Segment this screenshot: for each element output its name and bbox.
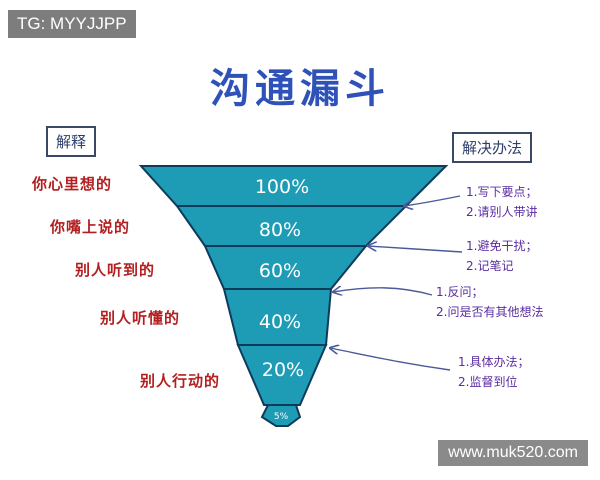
watermark-top: TG: MYYJJPP <box>8 10 136 38</box>
solution-2-line-2: 2.记笔记 <box>466 259 514 273</box>
arrow-solution-1 <box>404 195 461 206</box>
solution-4-line-1: 1.具体办法； <box>458 355 530 369</box>
explanation-100: 你心里想的 <box>32 175 113 193</box>
percent-20: 20% <box>262 359 304 381</box>
percent-60: 60% <box>259 260 301 282</box>
funnel-band-20 <box>236 344 328 406</box>
solution-4-line-2: 2.监督到位 <box>458 375 518 389</box>
solution-1-line-1: 1.写下要点； <box>466 185 538 199</box>
solution-3-line-2: 2.问是否有其他想法 <box>436 305 544 319</box>
solution-3-line-1: 1.反问； <box>436 285 484 299</box>
explanation-80: 你嘴上说的 <box>50 218 131 236</box>
explanation-40: 别人听懂的 <box>100 309 181 327</box>
percent-40: 40% <box>259 311 301 333</box>
diagram-title: 沟通漏斗 <box>210 66 390 112</box>
percent-5: 5% <box>274 412 289 422</box>
arrow-solution-4 <box>330 348 451 371</box>
watermark-bottom: www.muk520.com <box>438 440 588 466</box>
arrow-solution-2 <box>368 246 463 253</box>
solution-2-line-1: 1.避免干扰； <box>466 239 538 253</box>
solution-1-line-2: 2.请别人带讲 <box>466 205 538 219</box>
solution-block-2: 1.避免干扰； 2.记笔记 <box>466 236 537 276</box>
arrow-solution-3 <box>333 288 433 295</box>
solution-block-4: 1.具体办法； 2.监督到位 <box>458 352 529 392</box>
percent-100: 100% <box>255 176 309 198</box>
solution-block-3: 1.反问； 2.问是否有其他想法 <box>436 282 543 322</box>
explanation-60: 别人听到的 <box>75 261 156 279</box>
right-header-box: 解决办法 <box>452 132 533 163</box>
explanation-20: 别人行动的 <box>140 372 221 390</box>
funnel-band-5 <box>260 404 302 427</box>
percent-80: 80% <box>259 219 301 241</box>
solution-block-1: 1.写下要点； 2.请别人带讲 <box>466 182 537 222</box>
left-header-box: 解释 <box>46 126 97 157</box>
